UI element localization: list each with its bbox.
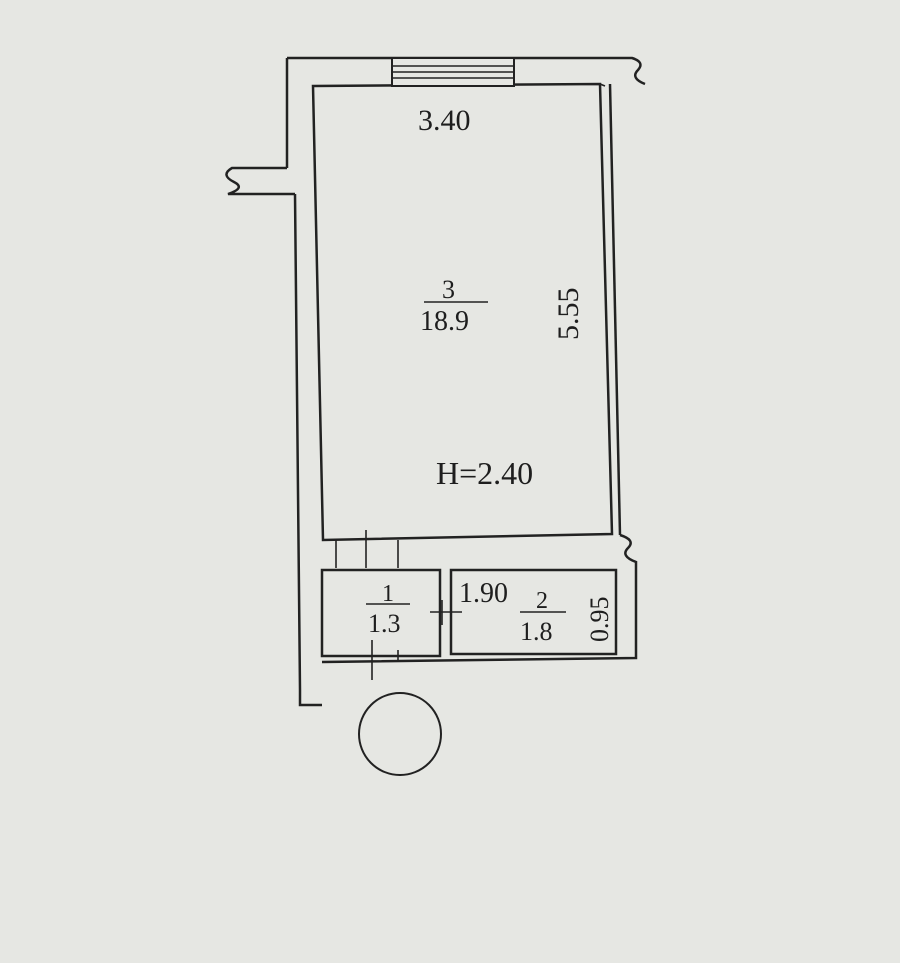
- window: [391, 57, 515, 87]
- entrance-circle-marker: [358, 692, 442, 776]
- room-length-dimension: 5.55: [552, 288, 585, 341]
- room-1-number: 1: [382, 581, 394, 607]
- exterior-walls: [225, 56, 646, 707]
- room-1-outline: [320, 568, 442, 658]
- room-3-area: 18.9: [420, 306, 469, 337]
- room-width-dimension: 3.40: [418, 104, 471, 137]
- bathroom-depth-dimension: 0.95: [585, 597, 614, 643]
- room-2-area: 1.8: [520, 617, 553, 646]
- room-2-number: 2: [536, 588, 548, 614]
- bathroom-width-dimension: 1.90: [459, 578, 508, 609]
- room-3-number: 3: [442, 275, 455, 304]
- room-1-area: 1.3: [368, 609, 401, 638]
- ceiling-height: H=2.40: [436, 455, 533, 491]
- door-marker: [430, 600, 462, 625]
